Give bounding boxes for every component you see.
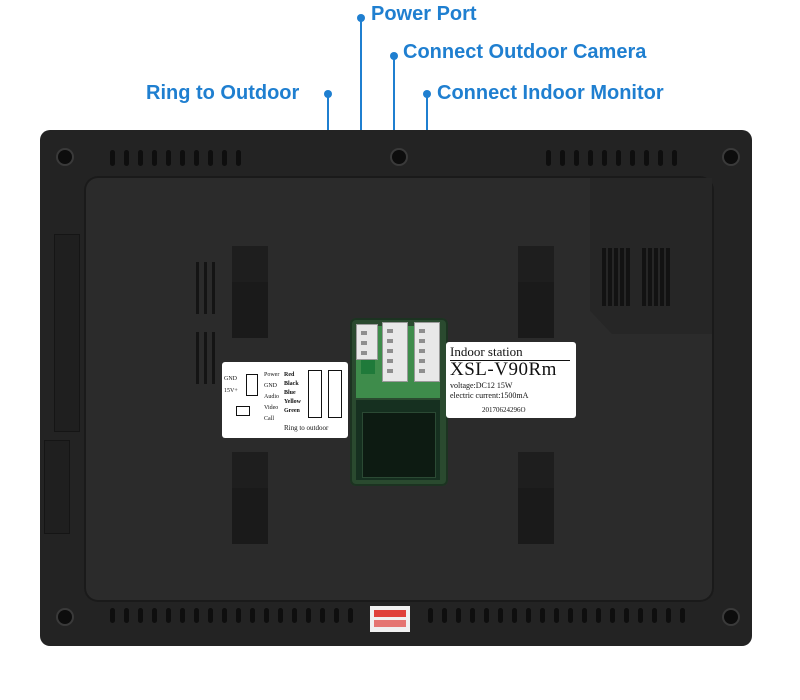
signal-label-gnd: GND bbox=[264, 383, 277, 389]
connect-outdoor-camera-callout: Connect Outdoor Camera bbox=[403, 41, 647, 63]
mount-pad bbox=[232, 282, 268, 338]
left-mount-rail bbox=[54, 234, 80, 432]
ring-to-outdoor-callout: Ring to Outdoor bbox=[146, 82, 300, 104]
mount-pad bbox=[518, 246, 554, 282]
terminal-block-icon bbox=[308, 370, 322, 418]
side-slot bbox=[204, 332, 207, 384]
mount-pad bbox=[232, 488, 268, 544]
signal-label-video: Video bbox=[264, 405, 279, 411]
side-slot bbox=[212, 262, 215, 314]
product-model: XSL-V90Rm bbox=[450, 359, 557, 380]
plus15v-label: 15V+ bbox=[224, 388, 238, 394]
side-slot bbox=[196, 332, 199, 384]
product-serial: 20170624296O bbox=[482, 406, 526, 414]
mount-pad bbox=[232, 452, 268, 488]
mount-pad bbox=[518, 282, 554, 338]
product-voltage: voltage:DC12 15W bbox=[450, 381, 513, 390]
mount-pad bbox=[232, 246, 268, 282]
product-title: Indoor station bbox=[450, 344, 523, 359]
outdoor-camera-connector bbox=[382, 322, 408, 382]
product-label: Indoor station XSL-V90Rm voltage:DC12 15… bbox=[446, 342, 576, 418]
product-current: electric current:1500mA bbox=[450, 391, 529, 400]
mount-pad bbox=[518, 488, 554, 544]
side-slot bbox=[196, 262, 199, 314]
connect-indoor-monitor-callout: Connect Indoor Monitor bbox=[437, 82, 664, 104]
left-mount-rail-lower bbox=[44, 440, 70, 534]
side-slot bbox=[204, 262, 207, 314]
signal-label-power: Power bbox=[264, 372, 280, 378]
ring-to-outdoor-label: Ring to outdoor bbox=[284, 424, 329, 432]
screw-icon bbox=[724, 150, 738, 164]
wire-color-green: Green bbox=[284, 408, 300, 414]
wire-color-yellow: Yellow bbox=[284, 399, 301, 405]
qc-sticker-stripe bbox=[374, 610, 406, 617]
wire-color-blue: Blue bbox=[284, 390, 296, 396]
gnd-label: GND bbox=[224, 376, 237, 382]
side-slot bbox=[212, 332, 215, 384]
signal-label-call: Call bbox=[264, 416, 274, 422]
power-jack-icon bbox=[246, 374, 258, 396]
screw-icon bbox=[724, 610, 738, 624]
power-port-connector bbox=[356, 324, 378, 360]
qc-sticker-stripe bbox=[374, 620, 406, 627]
screw-icon bbox=[58, 150, 72, 164]
wire-color-black: Black bbox=[284, 381, 299, 387]
power-port-callout: Power Port bbox=[371, 3, 477, 25]
power-terminal bbox=[361, 360, 375, 374]
wire-color-red: Red bbox=[284, 372, 295, 378]
screw-icon bbox=[58, 610, 72, 624]
terminal-block-icon bbox=[328, 370, 342, 418]
title-underline bbox=[450, 360, 570, 361]
mount-pad bbox=[518, 452, 554, 488]
indoor-monitor-connector bbox=[414, 322, 440, 382]
call-button-icon bbox=[236, 406, 250, 416]
wiring-diagram-label: GND 15V+ Power GND Audio Video Call Red … bbox=[222, 362, 348, 438]
chip-icon bbox=[362, 412, 436, 478]
screw-icon bbox=[392, 150, 406, 164]
signal-label-audio: Audio bbox=[264, 394, 279, 400]
